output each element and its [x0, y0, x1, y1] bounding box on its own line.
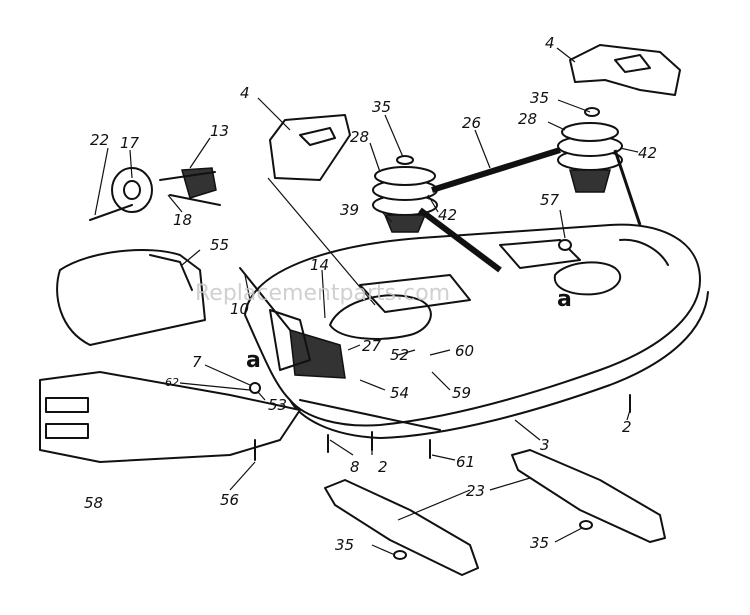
callout-a-right: a: [557, 287, 572, 312]
hardware-bolts: [249, 239, 631, 560]
callout-35-right: 35: [530, 89, 549, 107]
blade-right: [511, 449, 666, 543]
callout-14: 14: [310, 256, 329, 274]
callout-35-blade-right: 35: [530, 534, 549, 552]
callout-4-right: 4: [545, 34, 555, 52]
callout-58: 58: [84, 494, 103, 512]
callout-42-left: 42: [438, 206, 457, 224]
callout-62: 62: [165, 376, 179, 389]
callout-53: 53: [268, 396, 287, 414]
callout-56: 56: [220, 491, 239, 509]
callout-60: 60: [455, 342, 474, 360]
callout-35-blade-left: 35: [335, 536, 354, 554]
spindle-pulley-right: [557, 107, 623, 193]
callout-23: 23: [466, 482, 485, 500]
callout-59: 59: [452, 384, 471, 402]
deck-housing: [244, 223, 709, 439]
callout-10: 10: [230, 300, 249, 318]
watermark: Replacementparts.com: [195, 281, 450, 306]
callout-18: 18: [173, 211, 192, 229]
callout-26: 26: [462, 114, 481, 132]
callout-2-right: 2: [622, 418, 632, 436]
spindle-pulley-left: [372, 155, 438, 233]
callout-17: 17: [120, 134, 140, 152]
belt-guard-left: [269, 114, 351, 181]
gauge-wheel-assembly: [89, 167, 221, 221]
front-hanger-bracket: [239, 267, 441, 431]
drive-belt: [418, 147, 642, 273]
callout-35-left: 35: [372, 98, 391, 116]
callout-28-left: 28: [350, 128, 369, 146]
callout-55: 55: [210, 236, 229, 254]
leader-lines: [94, 47, 639, 556]
callout-13: 13: [210, 122, 229, 140]
callout-57: 57: [540, 191, 560, 209]
callout-22: 22: [90, 131, 109, 149]
callout-4-left: 4: [240, 84, 250, 102]
callout-54: 54: [390, 384, 409, 402]
callout-39: 39: [340, 201, 359, 219]
callout-2-left: 2: [378, 458, 388, 476]
callout-28-right: 28: [518, 110, 537, 128]
belt-guard-right: [569, 44, 681, 96]
callout-7: 7: [192, 353, 202, 371]
callout-a-left: a: [246, 348, 261, 373]
callout-27: 27: [362, 337, 382, 355]
callout-8: 8: [350, 458, 360, 476]
callout-3: 3: [540, 436, 550, 454]
discharge-chute: [56, 249, 206, 346]
side-shield: [39, 371, 301, 463]
callout-42-right: 42: [638, 144, 657, 162]
callout-labels: 4 4 35 35 26 28 28 42 42 22 17 13 18 39 …: [84, 34, 657, 554]
callout-61: 61: [456, 453, 475, 471]
blade-left: [324, 479, 479, 576]
callout-52: 52: [390, 346, 409, 364]
